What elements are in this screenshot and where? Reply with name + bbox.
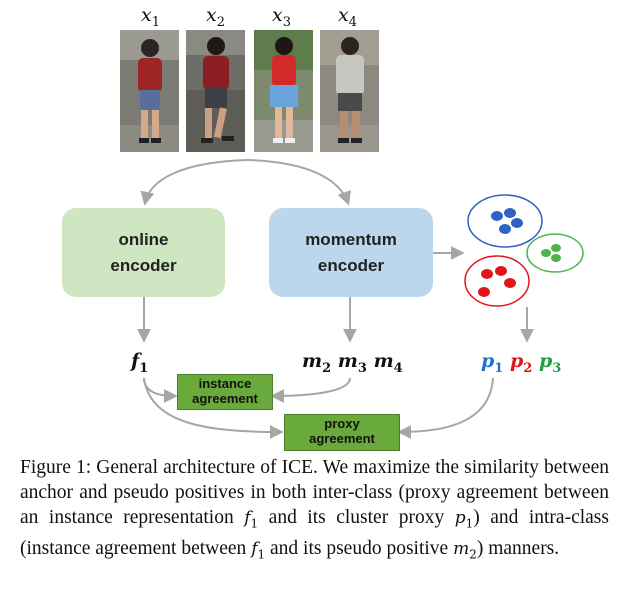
instance-agreement-box: instance agreement xyxy=(177,374,273,410)
caption-text: ) manners. xyxy=(476,538,560,560)
caption-math-f1: f1 xyxy=(251,539,266,562)
blue-cluster-point xyxy=(504,208,516,218)
p3-label: p3 xyxy=(538,350,561,376)
p-sub: 3 xyxy=(552,360,562,376)
m2-label: m2 xyxy=(302,350,331,376)
p-to-proxy-arrow xyxy=(397,377,494,439)
figure-caption: Figure 1: General architecture of ICE. W… xyxy=(20,455,609,568)
caption-math-m2: m2 xyxy=(453,539,477,562)
m-sub: 3 xyxy=(357,360,367,376)
red-cluster-point xyxy=(504,278,516,288)
blue-cluster-point xyxy=(499,224,511,234)
green-cluster-point xyxy=(541,249,551,257)
label-var: x xyxy=(272,4,283,26)
person-image-1 xyxy=(120,30,179,152)
red-cluster-point xyxy=(495,266,507,276)
red-cluster-point xyxy=(481,269,493,279)
label-var: x xyxy=(338,4,349,26)
p-sub: 2 xyxy=(523,360,533,376)
caption-math-var: f xyxy=(244,508,251,528)
images-to-online-arrow xyxy=(140,159,249,206)
label-var: x xyxy=(206,4,217,26)
online-encoder-line2: encoder xyxy=(110,255,177,275)
caption-text: and its cluster proxy xyxy=(258,507,455,528)
f-to-proxy-arrow xyxy=(143,377,284,439)
person-image-2 xyxy=(186,30,245,152)
momentum-encoder-line1: momentum xyxy=(305,229,397,249)
momentum-encoder-line2: encoder xyxy=(317,255,385,275)
green-cluster xyxy=(526,233,584,273)
connector-layer xyxy=(137,159,534,439)
person-image-3 xyxy=(254,30,313,152)
caption-text: and its pseudo positive xyxy=(265,538,454,560)
f-var: f xyxy=(131,350,140,372)
momentum-encoder-box: momentum encoder xyxy=(269,208,433,297)
blue-cluster xyxy=(467,194,543,248)
online-encoder-line1: online xyxy=(118,229,169,249)
images-to-momentum-arrow xyxy=(247,159,351,206)
p-var: p xyxy=(538,350,553,372)
image-label-x2: x2 xyxy=(206,4,225,30)
m-labels: m2 m3 m4 xyxy=(302,350,403,376)
p-var: p xyxy=(481,350,495,372)
caption-math-sub: 2 xyxy=(469,547,477,562)
m-to-instance-arrow xyxy=(270,377,351,403)
caption-math-var: f xyxy=(251,539,258,560)
momentum-encoder-label: momentum encoder xyxy=(305,227,397,279)
m3-label: m3 xyxy=(337,350,367,376)
online-encoder-label: online encoder xyxy=(110,227,176,279)
red-cluster xyxy=(464,255,530,307)
proxy-agreement-line1: proxy xyxy=(324,416,360,431)
caption-math-f1: f1 xyxy=(244,508,259,531)
image-label-x4: x4 xyxy=(338,4,357,30)
f1-label: f1 xyxy=(131,350,148,376)
m-var: m xyxy=(337,350,358,372)
image-label-x1: x1 xyxy=(141,4,160,30)
blue-cluster-point xyxy=(511,218,523,228)
green-cluster-point xyxy=(551,254,561,262)
m-sub: 4 xyxy=(393,360,403,376)
label-sub: 1 xyxy=(151,14,160,30)
person-image-4 xyxy=(320,30,379,152)
proxy-agreement-line2: agreement xyxy=(309,431,375,446)
label-sub: 3 xyxy=(282,14,291,30)
p2-label: p2 xyxy=(509,350,532,376)
caption-math-p1: p1 xyxy=(454,508,474,531)
m-var: m xyxy=(302,350,323,372)
green-cluster-point xyxy=(551,244,561,252)
instance-agreement-line2: agreement xyxy=(192,391,258,406)
caption-text: ) and intra-class (instance agreement be… xyxy=(20,507,609,560)
proxy-agreement-box: proxy agreement xyxy=(284,414,400,451)
instance-agreement-line1: instance xyxy=(198,376,252,391)
online-encoder-box: online encoder xyxy=(62,208,225,297)
m-var: m xyxy=(373,350,394,372)
label-var: x xyxy=(141,4,152,26)
p1-label: p1 xyxy=(481,350,503,376)
m4-label: m4 xyxy=(373,350,403,376)
caption-math-var: m xyxy=(453,539,470,560)
f-sub: 1 xyxy=(139,360,149,376)
clusters-graphic xyxy=(464,194,584,307)
label-sub: 4 xyxy=(348,14,357,30)
caption-text: Figure 1: General architecture of ICE. W… xyxy=(20,457,609,528)
blue-cluster-point xyxy=(491,211,503,221)
caption-math-sub: 1 xyxy=(250,516,259,531)
caption-math-sub: 1 xyxy=(465,516,474,531)
label-sub: 2 xyxy=(216,14,225,30)
p-sub: 1 xyxy=(494,360,504,376)
image-label-x3: x3 xyxy=(272,4,291,30)
caption-math-sub: 1 xyxy=(257,547,266,562)
p-labels: p1 p2 p3 xyxy=(481,350,561,376)
red-cluster-point xyxy=(478,287,490,297)
m-sub: 2 xyxy=(322,360,332,376)
p-var: p xyxy=(509,350,524,372)
caption-math-var: p xyxy=(454,508,466,528)
